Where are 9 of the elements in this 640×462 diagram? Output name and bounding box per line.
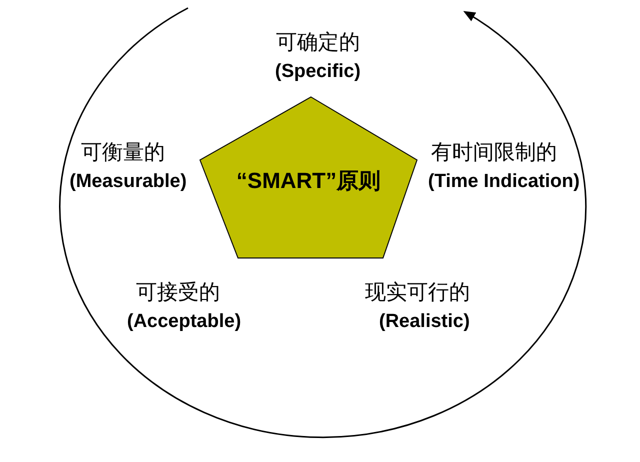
criterion-label: 可衡量的	[81, 142, 165, 163]
criterion-label: 可确定的	[276, 32, 360, 53]
criterion-label: 有时间限制的	[431, 142, 557, 163]
title-text: “SMART”原则	[235, 167, 382, 195]
criterion-label: 现实可行的	[365, 282, 470, 303]
criterion-label: 可接受的	[136, 282, 220, 303]
pentagon	[199, 96, 418, 259]
criterion-term: (Realistic)	[379, 312, 470, 331]
criterion-term: (Acceptable)	[127, 312, 242, 331]
